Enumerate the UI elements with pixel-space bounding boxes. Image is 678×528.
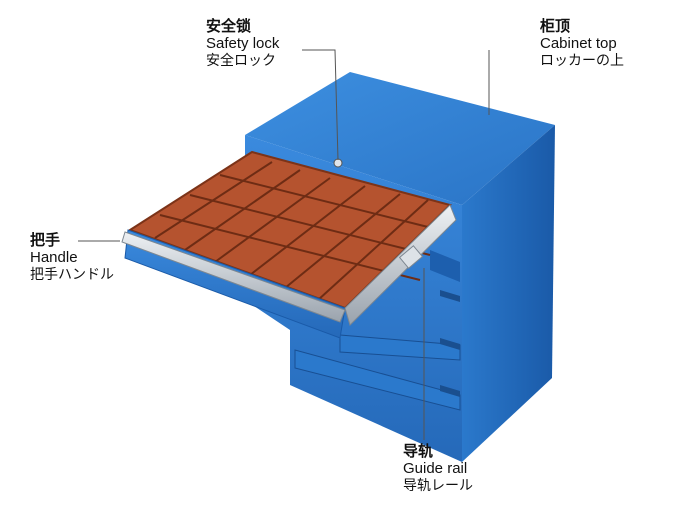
- cabinet-top-en: Cabinet top: [540, 35, 617, 53]
- label-handle: 把手 Handle 把手ハンドル: [30, 231, 114, 283]
- handle-ja: 把手ハンドル: [30, 266, 114, 283]
- safety-lock-en: Safety lock: [206, 35, 280, 53]
- cabinet-top: [245, 72, 555, 205]
- safety-lock-ja: 安全ロック: [206, 52, 276, 69]
- label-cabinet-top: 柜顶 Cabinet top ロッカーの上: [540, 17, 624, 69]
- rail-bracket: [398, 245, 424, 269]
- handle-en: Handle: [30, 249, 78, 267]
- tray-dividers: [154, 161, 441, 301]
- cabinet-top-ja: ロッカーの上: [540, 52, 624, 69]
- closed-drawers: [294, 250, 461, 411]
- guide-rail-en: Guide rail: [403, 460, 468, 478]
- safety-lock-icon[interactable]: [333, 158, 343, 168]
- cabinet-side: [462, 125, 555, 462]
- label-safety-lock: 安全锁 Safety lock 安全ロック: [206, 17, 280, 69]
- safety-lock-zh: 安全锁: [206, 17, 252, 35]
- label-guide-rail: 导轨 Guide rail 导轨レール: [403, 442, 473, 494]
- leader-lines: [78, 49, 490, 440]
- guide-rail-ja: 导轨レール: [403, 477, 473, 494]
- handle[interactable]: [121, 231, 346, 323]
- cabinet-top-zh: 柜顶: [540, 17, 571, 35]
- guide-rail-zh: 导轨: [403, 442, 434, 460]
- handle-zh: 把手: [30, 231, 61, 249]
- guide-rail[interactable]: [344, 204, 457, 326]
